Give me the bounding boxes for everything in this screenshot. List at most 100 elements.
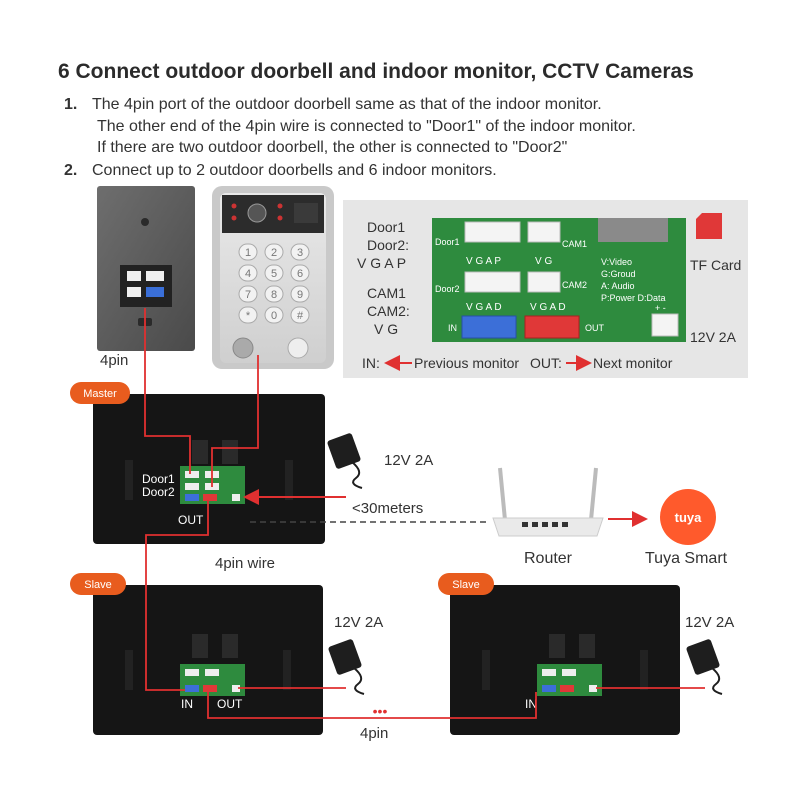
power-connector [651, 313, 679, 337]
section-title: 6 Connect outdoor doorbell and indoor mo… [58, 60, 694, 83]
keypad-key-bg [238, 264, 258, 282]
cam2-connector [527, 271, 561, 293]
in-connector [461, 315, 517, 339]
keypad-key: * [246, 310, 251, 322]
doorbell-1-screw-icon [141, 218, 149, 226]
in-description: Previous monitor [414, 355, 519, 371]
slave1-monitor-body [93, 585, 323, 735]
keypad-key: 6 [297, 268, 303, 280]
keypad-key: 3 [297, 247, 303, 259]
wire-doorbell2-to-door2 [211, 355, 259, 487]
keypad-key: # [297, 310, 304, 322]
keypad-key: 7 [245, 289, 251, 301]
keypad-key: 1 [245, 247, 251, 259]
step-2: 2.Connect up to 2 outdoor doorbells and … [64, 161, 497, 181]
wire-label: 4pin wire [215, 555, 275, 572]
keypad-key-bg [264, 264, 284, 282]
slave2-badge [438, 573, 494, 595]
keypad-key-bg [290, 306, 310, 324]
board-door2-label: Door2 [435, 284, 460, 294]
board-cam1-label: CAM1 [562, 239, 587, 249]
keypad-key-bg [290, 243, 310, 261]
panel-power-label: 12V 2A [690, 329, 737, 345]
wire-doorbell1-to-door1 [144, 308, 191, 474]
keypad-key-bg [290, 285, 310, 303]
doorbell-4pin-label: 4pin [100, 352, 128, 369]
step-1: 1. The 4pin port of the outdoor doorbell … [64, 95, 602, 115]
wiring [144, 308, 705, 719]
bottom-4pin-label: 4pin [360, 725, 388, 742]
wire-slave1-out-to-slave2-in [207, 692, 537, 719]
step-1-line-2: The other end of the 4pin wire is connec… [97, 118, 636, 135]
keypad-key: 0 [271, 310, 277, 322]
slave2-monitor-body [450, 585, 680, 735]
door1-label: Door1 [367, 219, 405, 235]
keypad-key: 2 [271, 247, 277, 259]
door2-label: Door2: [367, 237, 409, 253]
keypad-key-bg [238, 243, 258, 261]
master-out-label: OUT [178, 513, 204, 527]
tuya-label: Tuya Smart [645, 550, 728, 567]
door-pins-label: V G A P [357, 255, 406, 271]
door1-connector [464, 221, 521, 243]
tf-card-label: TF Card [690, 257, 741, 273]
board-in-label: IN [448, 323, 457, 333]
slave2-in-label: IN [525, 697, 537, 711]
slave2-power-adapter-icon [686, 639, 723, 695]
keypad-key: 5 [271, 268, 277, 280]
keypad-key-bg [264, 243, 284, 261]
camera-lens-icon [247, 203, 267, 223]
slave2-power-label: 12V 2A [685, 614, 734, 631]
legend-power-data: P:Power D:Data [601, 293, 666, 303]
router-label: Router [524, 550, 573, 567]
legend-ground: G:Groud [601, 269, 636, 279]
wire-master-out-to-slave1-in [145, 500, 209, 691]
slave1-in-label: IN [181, 697, 193, 711]
keypad-key-bg [238, 306, 258, 324]
keypad-key: 9 [297, 289, 303, 301]
keypad-key-bg [238, 285, 258, 303]
more-monitors-dots: ••• [373, 703, 388, 719]
board-cam2-label: CAM2 [562, 280, 587, 290]
keypad-key-bg [290, 264, 310, 282]
slave-monitor-1 [93, 585, 323, 735]
slave-monitor-2 [450, 585, 680, 735]
tuya-logo-icon [660, 489, 716, 545]
board-in-pins: V G A D [466, 302, 502, 313]
master-power-adapter-icon [327, 433, 363, 489]
step-1-line-1: The 4pin port of the outdoor doorbell sa… [92, 96, 602, 113]
outdoor-doorbell-1 [97, 186, 195, 351]
door2-connector [464, 271, 521, 293]
board-out-label: OUT [585, 323, 605, 333]
slave2-badge-label: Slave [452, 579, 480, 591]
keypad-key-bg [264, 285, 284, 303]
master-power-label: 12V 2A [384, 452, 433, 469]
cam1-connector [527, 221, 561, 243]
legend-audio: A: Audio [601, 281, 635, 291]
board-out-pins: V G A D [530, 302, 566, 313]
polarity-label: + - [655, 303, 666, 313]
keypad-key-bg [264, 306, 284, 324]
step-2-line-1: Connect up to 2 outdoor doorbells and 6 … [92, 162, 497, 179]
keypad-key: 4 [245, 268, 251, 280]
master-badge [70, 382, 130, 404]
master-door2-label: Door2 [142, 485, 175, 499]
out-connector [524, 315, 580, 339]
tuya-logo-text: tuya [675, 510, 703, 525]
step-1-line-3: If there are two outdoor doorbell, the o… [97, 139, 568, 156]
board-cam-pins: V G [535, 256, 552, 267]
slave1-badge [70, 573, 126, 595]
board-door1-label: Door1 [435, 237, 460, 247]
board-door-pins: V G A P [466, 256, 501, 267]
tf-card-icon [696, 213, 722, 239]
slave1-power-adapter-icon [328, 639, 365, 695]
in-caption: IN: [362, 355, 380, 371]
fingerprint-icon [232, 337, 254, 359]
cam1-label: CAM1 [367, 285, 406, 301]
master-door1-label: Door1 [142, 472, 175, 486]
slave1-out-label: OUT [217, 697, 243, 711]
step-1-number: 1. [64, 96, 78, 113]
